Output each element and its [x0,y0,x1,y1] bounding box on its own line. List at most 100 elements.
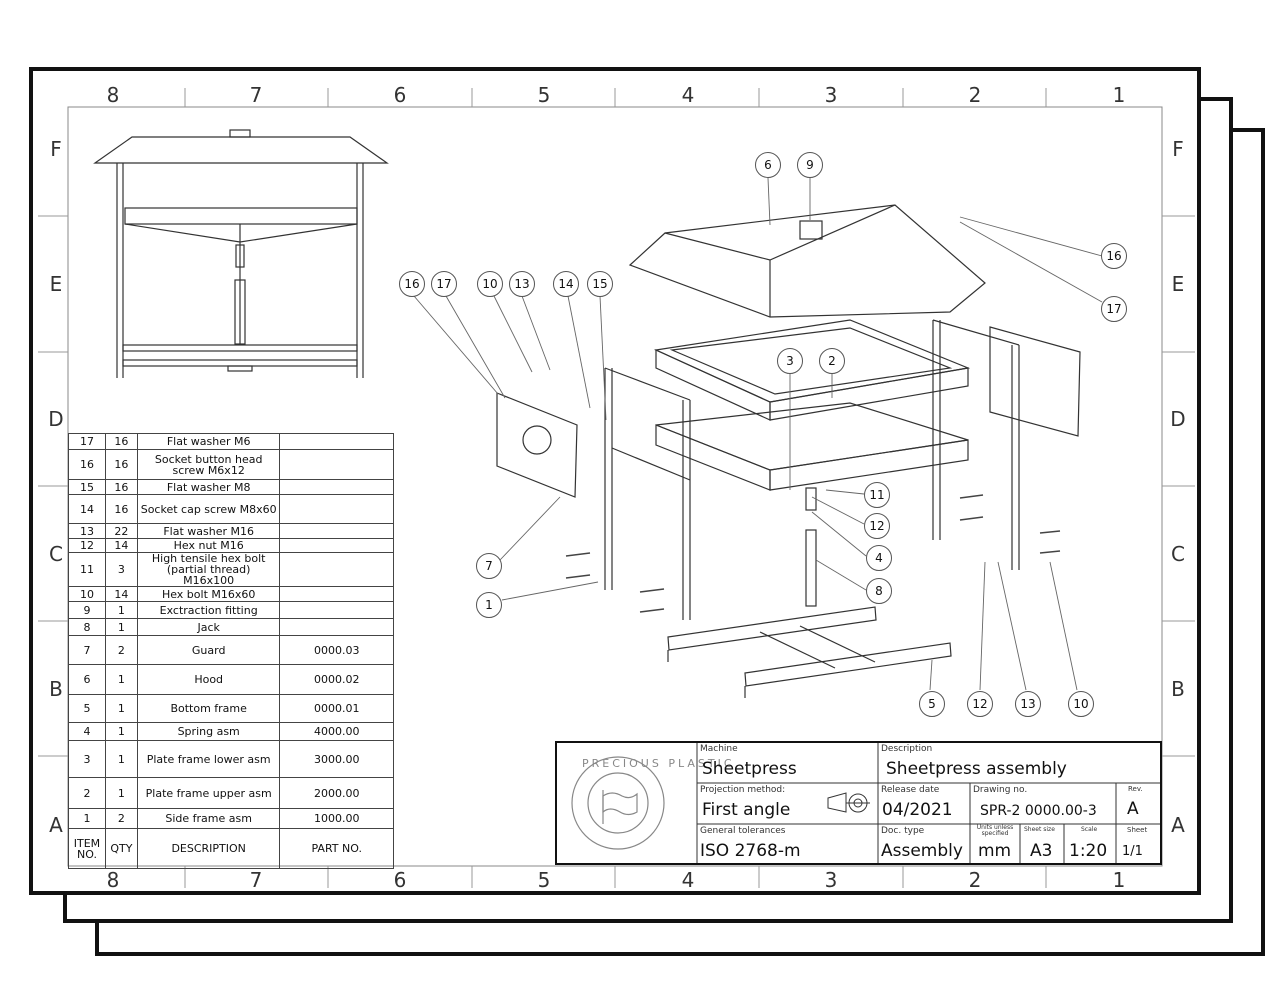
description-value: Sheetpress assembly [886,759,1067,779]
zone-col-4: 4 [681,83,695,107]
sheet-value: 1/1 [1122,844,1143,859]
zone-col-7: 7 [249,83,263,107]
rev-value: A [1127,799,1139,819]
sheet-size-value: A3 [1030,841,1053,861]
zone-col-6-bottom: 6 [393,868,407,892]
release-value: 04/2021 [882,800,953,820]
units-label: Units unless specified [976,824,1014,837]
doc-type-value: Assembly [881,841,963,861]
sheet-label: Sheet [1127,826,1148,834]
zone-row-c-right: C [1171,542,1185,566]
zone-col-3: 3 [824,83,838,107]
callout-3: 3 [777,348,803,374]
zone-row-c: C [49,542,63,566]
lower-plate-frame [655,402,969,491]
callout-12-mid: 12 [864,513,890,539]
callout-17-left: 17 [431,271,457,297]
callout-10-top: 10 [477,271,503,297]
drawing-no-label: Drawing no. [973,785,1028,795]
front-view [93,129,389,378]
callout-12-bottom: 12 [967,691,993,717]
callout-16-right: 16 [1101,243,1127,269]
machine-label: Machine [700,744,738,754]
zone-col-8-bottom: 8 [106,868,120,892]
zone-col-2: 2 [968,83,982,107]
drawing-no-value: SPR-2 0000.00-3 [980,803,1097,819]
zone-col-3-bottom: 3 [824,868,838,892]
machine-value: Sheetpress [702,759,797,779]
zone-row-d: D [48,407,64,431]
callout-5: 5 [919,691,945,717]
right-side-frame [932,319,1081,570]
zone-col-5: 5 [537,83,551,107]
zone-row-f: F [50,137,62,161]
bottom-frame [667,606,952,698]
callout-7: 7 [476,553,502,579]
callout-8: 8 [866,578,892,604]
upper-plate-frame [653,319,971,421]
sheet-size-label: Sheet size [1024,826,1055,833]
callout-11: 11 [864,482,890,508]
release-label: Release date [881,785,940,795]
projection-label: Projection method: [700,785,786,795]
zone-col-1-bottom: 1 [1112,868,1126,892]
left-guard [496,392,578,498]
callout-2: 2 [819,348,845,374]
zone-row-f-right: F [1172,137,1184,161]
tolerances-label: General tolerances [700,826,786,836]
zone-col-4-bottom: 4 [681,868,695,892]
callout-9: 9 [797,152,823,178]
rev-label: Rev. [1128,785,1143,793]
hood-part [628,204,986,318]
logo-text: PRECIOUS PLASTIC [582,757,735,770]
zone-row-a-right: A [1171,813,1185,837]
callout-17-right: 17 [1101,296,1127,322]
zone-row-b: B [49,677,63,701]
jack-part [805,487,817,607]
description-label: Description [881,744,933,754]
zone-col-2-bottom: 2 [968,868,982,892]
precious-plastic-logo [571,756,665,850]
zone-col-7-bottom: 7 [249,868,263,892]
zone-col-1: 1 [1112,83,1126,107]
left-side-frame [604,367,691,620]
callout-13-top: 13 [509,271,535,297]
projection-value: First angle [702,800,791,820]
callout-13-bottom: 13 [1015,691,1041,717]
scale-label: Scale [1081,826,1098,833]
tolerances-value: ISO 2768-m [700,841,801,861]
zone-row-d-right: D [1170,407,1186,431]
title-block [555,741,1162,865]
callout-4: 4 [866,545,892,571]
zone-col-8: 8 [106,83,120,107]
doc-type-label: Doc. type [881,826,925,836]
zone-row-e: E [49,272,63,296]
zone-row-e-right: E [1171,272,1185,296]
callout-14: 14 [553,271,579,297]
callout-6: 6 [755,152,781,178]
callout-10-bottom: 10 [1068,691,1094,717]
scale-value: 1:20 [1069,841,1108,861]
zone-row-a: A [49,813,63,837]
callout-15: 15 [587,271,613,297]
callout-16-left: 16 [399,271,425,297]
zone-col-6: 6 [393,83,407,107]
units-value: mm [978,841,1012,861]
